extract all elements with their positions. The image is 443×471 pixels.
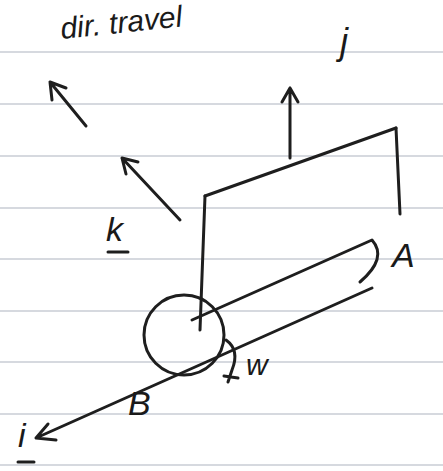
i-axis [36,288,372,440]
axis-label: k [106,212,123,246]
point-label: A [392,238,415,272]
frame-wing [192,240,378,320]
i-underline [18,461,34,464]
frame-top-bar [205,128,396,196]
k-underline [108,251,128,254]
point-label: B [128,386,151,420]
wheel-B [144,295,224,375]
omega-arrow [224,340,238,382]
frame-right-post [396,128,400,214]
ruled-lines [0,52,443,465]
j-arrow [282,88,298,158]
k-arrow [122,158,180,220]
angular-velocity-label: w [246,350,268,380]
frame-left-post [200,196,205,330]
axis-label: i [18,418,26,452]
travel-label: dir. travel [59,1,184,44]
travel-arrow [50,82,86,126]
axis-label: j [340,24,348,60]
